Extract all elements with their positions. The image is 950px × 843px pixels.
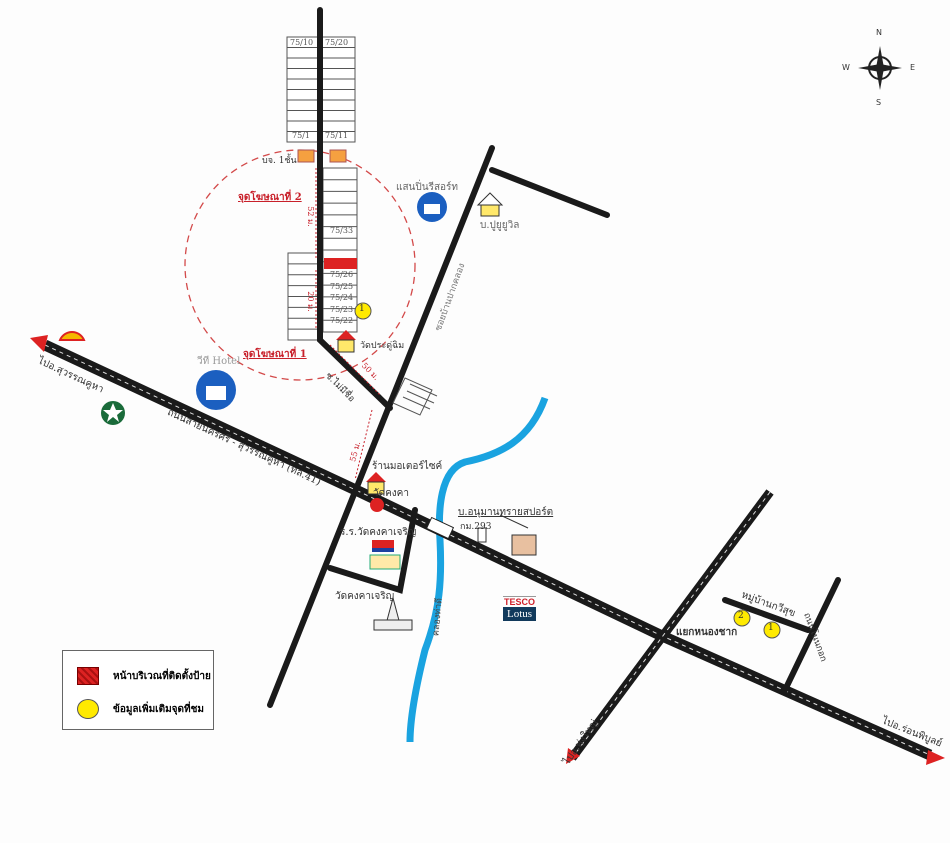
billboard-point-1: จุดโฆษณาที่ 1 xyxy=(243,349,307,360)
wat-kongka-icon xyxy=(370,498,384,512)
river xyxy=(406,396,549,743)
school-icon xyxy=(369,540,401,570)
lot-label: 75/24 xyxy=(330,293,354,302)
label: วีที Hotel xyxy=(197,356,241,367)
lot-label: 75/22 xyxy=(330,316,354,325)
lot-label: 75/10 xyxy=(290,38,314,47)
side-road xyxy=(782,577,841,693)
arrow-east xyxy=(926,750,945,765)
parcel xyxy=(392,377,438,416)
tesco-lotus-logo: TESCO Lotus xyxy=(503,596,537,621)
label: วัดประดู่ฉิม xyxy=(360,341,405,351)
lot-label: 75/1 xyxy=(292,131,310,140)
info-marker xyxy=(354,302,372,320)
legend-billboard: หน้าบริเวณที่ติดตั้งป้าย xyxy=(113,670,211,682)
info-marker xyxy=(763,621,781,639)
lot-label: 75/33 xyxy=(330,226,354,235)
moo-road xyxy=(722,597,811,633)
label: กม.293 xyxy=(460,522,492,532)
tesco-text: TESCO xyxy=(503,596,537,607)
marker-number: 1 xyxy=(359,304,365,314)
lotus-text: Lotus xyxy=(503,607,537,621)
label: ร.ร.วัดคงคาเจริญ xyxy=(340,527,417,538)
marker-number: 1 xyxy=(768,623,774,633)
km-marker-icon xyxy=(477,527,487,543)
road-north xyxy=(267,145,495,708)
label: ร้านมอเตอร์ไซค์ xyxy=(372,461,443,472)
label: บ.ปูยูยูวิล xyxy=(480,220,520,231)
house-icon xyxy=(476,192,504,217)
label: บจ. 1ชั้น xyxy=(262,156,297,166)
temple-icon xyxy=(373,596,413,631)
compass-s: S xyxy=(876,98,882,107)
compass-e: E xyxy=(910,63,916,72)
legend: หน้าบริเวณที่ติดตั้งป้าย ข้อมูลเพิ่มเติม… xyxy=(62,650,214,730)
label: วัดคงคา xyxy=(373,488,409,499)
marker-number: 2 xyxy=(738,611,744,621)
house-icon xyxy=(297,149,347,163)
bridge xyxy=(425,516,455,540)
billboard-swatch-icon xyxy=(77,667,99,685)
billboard-point-2: จุดโฆษณาที่ 2 xyxy=(238,192,302,203)
arrow-southwest xyxy=(566,748,580,764)
lot-label: 75/26 xyxy=(330,270,354,279)
house-icon xyxy=(336,330,356,353)
compass-w: W xyxy=(842,63,850,72)
info-marker xyxy=(733,609,751,627)
billboard-lot xyxy=(324,258,357,269)
compass-n: N xyxy=(876,28,882,37)
lot-label: 75/11 xyxy=(325,131,349,140)
arrow-west xyxy=(30,335,48,352)
road-branch xyxy=(489,167,610,218)
village-street xyxy=(317,7,393,411)
label: บ.อนุมานทรายสปอร์ต xyxy=(458,507,554,518)
distance-label: 20 ม. xyxy=(305,291,315,312)
house-icon xyxy=(366,472,386,495)
junction-label: แยกหนองชาก xyxy=(676,627,738,638)
shell-icon xyxy=(58,331,86,341)
compass-icon xyxy=(858,46,902,90)
legend-info: ข้อมูลเพิ่มเติมจุดที่ชม xyxy=(113,703,204,715)
lot-label: 75/25 xyxy=(330,282,354,291)
label: วัดคงคาเจริญ xyxy=(335,591,395,602)
shop-icon xyxy=(499,514,537,556)
road-southwest xyxy=(568,489,774,761)
distance-label: 52 ม. xyxy=(305,206,315,227)
lot-label: 75/23 xyxy=(330,305,354,314)
label: แสนปิ่นรีสอร์ท xyxy=(396,182,459,193)
school-loop xyxy=(327,507,418,594)
info-dot-icon xyxy=(77,699,99,719)
lot-label: 75/20 xyxy=(325,38,349,47)
